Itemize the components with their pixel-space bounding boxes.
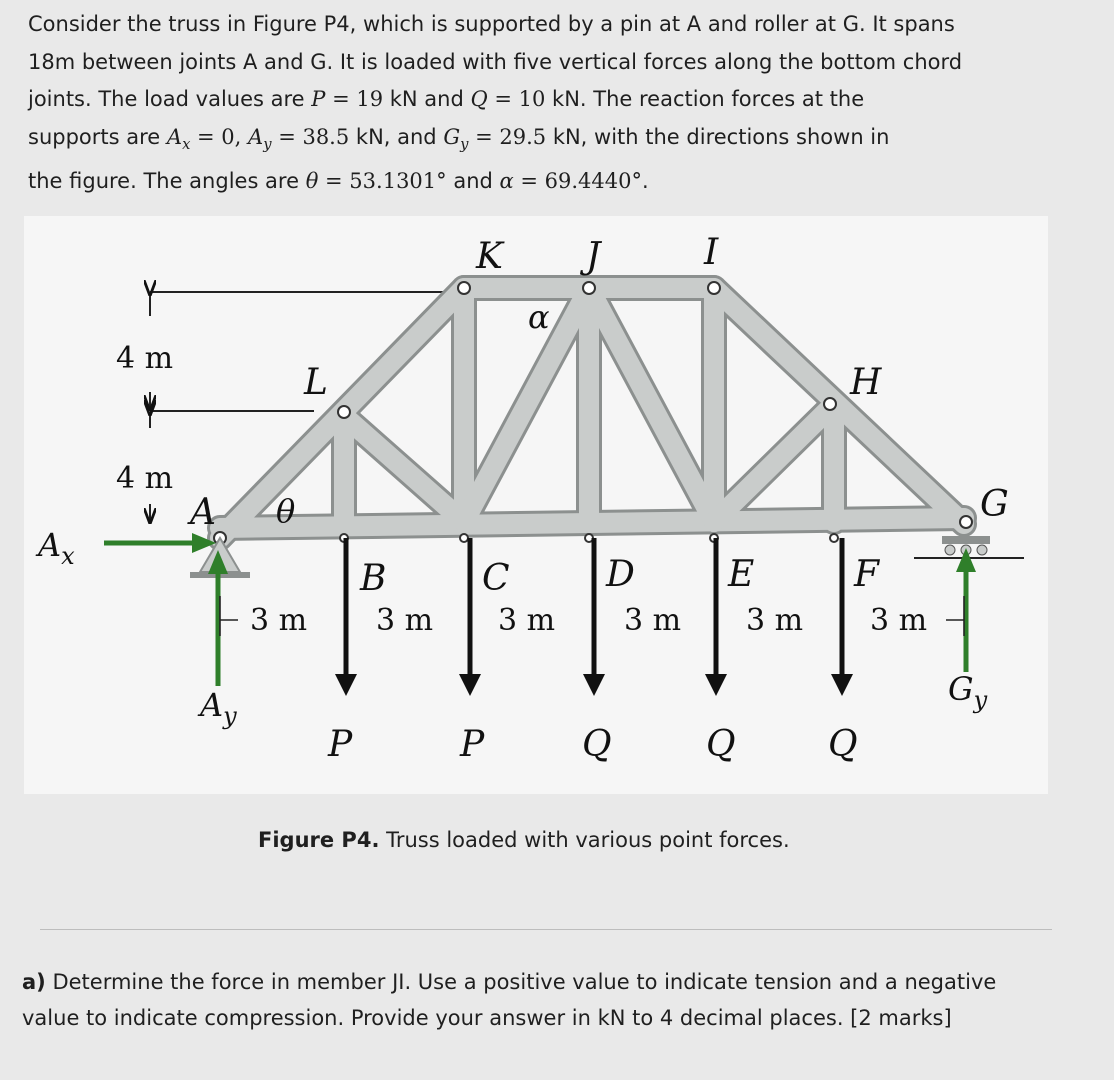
problem-line-5: the figure. The angles are θ = 53.1301° … [28,169,649,194]
joint-label-l: L [303,362,328,403]
load-label-q-3: Q [828,724,858,765]
load-label-q-1: Q [582,724,612,765]
joint-label-g: G [980,484,1009,525]
span-dimension-ticks [219,596,965,636]
load-label-p-1: P [327,724,353,765]
truss-diagram: 4 m 4 m [35,232,1024,765]
question-line-1: a) Determine the force in member JI. Use… [22,970,997,994]
span-label-de: 3 m [624,603,681,638]
problem-line-1: Consider the truss in Figure P4, which i… [28,12,955,36]
span-label-ef: 3 m [746,603,803,638]
section-divider [40,929,1052,930]
dim-4m-upper: 4 m [116,341,173,376]
height-dimension [150,292,444,522]
load-arrow-b [335,538,357,696]
load-label-p-2: P [459,724,485,765]
load-arrows [335,538,853,696]
angle-alpha-label: α [528,298,550,336]
span-label-cd: 3 m [498,603,555,638]
problem-statement: Consider the truss in Figure P4, which i… [28,6,1028,201]
joint-label-h: H [849,362,882,403]
question-line-2: value to indicate compression. Provide y… [22,1006,952,1030]
load-arrow-d [583,538,605,696]
truss-figure: 4 m 4 m [24,216,1048,794]
span-label-fg: 3 m [870,603,927,638]
dim-4m-lower: 4 m [116,461,173,496]
load-label-q-2: Q [706,724,736,765]
question-a: a) Determine the force in member JI. Use… [22,964,1082,1036]
roller-support-g [914,536,1024,559]
joint-label-c: C [482,558,510,599]
reaction-arrows [104,533,976,686]
joint-label-k: K [475,236,505,277]
span-label-ab: 3 m [250,603,307,638]
reaction-label-gy: Gy [948,670,988,714]
reaction-label-ay: Ay [197,686,237,730]
figure-caption: Figure P4. Truss loaded with various poi… [258,828,790,852]
joint-label-a: A [187,492,216,533]
truss-members [207,275,977,551]
joint-label-f: F [853,554,881,595]
angle-theta-label: θ [276,492,295,530]
joint-label-i: I [703,232,719,273]
problem-line-2: 18m between joints A and G. It is loaded… [28,49,963,74]
load-arrow-f [831,538,853,696]
joint-label-d: D [605,554,635,595]
reaction-label-ax: Ax [35,526,75,570]
load-arrow-c [459,538,481,696]
load-arrow-e [705,538,727,696]
joint-label-e: E [727,554,754,595]
problem-line-3: joints. The load values are P = 19 kN an… [28,87,865,111]
joint-label-b: B [359,558,386,599]
problem-line-4: supports are Ax = 0, Ay = 38.5 kN, and G… [28,124,890,153]
span-label-bc: 3 m [376,603,433,638]
joint-label-j: J [579,236,603,277]
